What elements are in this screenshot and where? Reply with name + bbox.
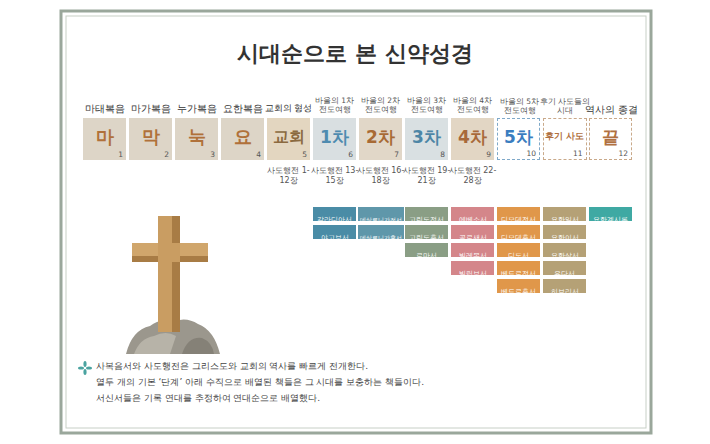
- stage-number: 11: [573, 150, 583, 158]
- stage-label: 5차: [504, 128, 533, 147]
- cross-illustration: [126, 216, 220, 354]
- bullet-lobe: [83, 369, 86, 375]
- cross-center: [158, 243, 180, 262]
- epistle-box: 로마서: [405, 243, 448, 257]
- title: 시대순으로 본 신약성경: [0, 42, 710, 66]
- stage-box: 바울의 1차 전도여행1차6: [313, 118, 356, 160]
- epistle-box: 베드로후서: [497, 279, 540, 293]
- stage-label: 교회: [273, 129, 305, 147]
- epistle-label: 로마서: [416, 249, 437, 263]
- stage-heading: 마가복음: [120, 103, 181, 114]
- bullet-lobe: [78, 366, 84, 369]
- epistle-label: 빌립보서: [459, 267, 487, 281]
- cross-beam-horizontal: [132, 243, 208, 262]
- stage-label: 끝: [602, 128, 619, 147]
- chapter-range: 사도행전 13-15장: [309, 166, 361, 186]
- epistle-label: 데살로니가후서: [360, 231, 402, 245]
- epistle-box: 디모데후서: [497, 225, 540, 239]
- stage-box: 교회의 형성교회5: [267, 118, 310, 160]
- stage-heading: 누가복음: [166, 103, 227, 114]
- epistle-box: 히브리서: [543, 279, 586, 293]
- stage-number: 12: [618, 150, 628, 158]
- epistle-box: 갈라디아서: [313, 207, 356, 221]
- epistle-box: 에베소서: [451, 207, 494, 221]
- stage-label: 2차: [366, 128, 395, 147]
- stage-number: 4: [256, 151, 261, 159]
- stage-box: 후기 사도들의 시대후기 사도11: [543, 118, 587, 160]
- stage-number: 5: [302, 151, 307, 159]
- epistle-label: 요한계시록: [593, 213, 628, 227]
- stage-heading: 마태복음: [74, 103, 135, 114]
- cross-beam-shade: [172, 216, 180, 332]
- footnote: 서신서들은 기록 연대를 추정하여 연대순으로 배열했다.: [96, 393, 320, 404]
- stage-number: 8: [440, 151, 445, 159]
- epistle-box: 야고보서: [313, 225, 356, 239]
- stage-number: 2: [164, 151, 169, 159]
- cross-beam-vertical: [158, 216, 180, 332]
- epistle-box: 빌립보서: [451, 261, 494, 275]
- stage-label: 후기 사도: [545, 132, 584, 142]
- epistle-box: 골로새서: [451, 225, 494, 239]
- epistle-box: 요한이서: [543, 225, 586, 239]
- epistle-box: 요한계시록: [589, 207, 632, 221]
- stage-label: 4차: [458, 128, 487, 147]
- stage-heading: 교회의 형성: [258, 103, 319, 114]
- stage-label: 3차: [412, 128, 441, 147]
- stage-label: 마: [96, 127, 114, 147]
- epistle-box: 고린도후서: [405, 225, 448, 239]
- stage-box: 바울의 2차 전도여행2차7: [359, 118, 402, 160]
- stage-number: 10: [526, 150, 536, 158]
- rock-highlight: [134, 333, 176, 354]
- epistle-box: 베드로전서: [497, 261, 540, 275]
- rock-shadow: [182, 338, 214, 354]
- chapter-range: 사도행전 16-18장: [355, 166, 407, 186]
- bullet-symbol: [78, 361, 92, 375]
- stage-number: 1: [118, 151, 123, 159]
- epistle-box: 빌레몬서: [451, 243, 494, 257]
- stage-label: 요: [234, 127, 252, 147]
- epistle-box: 요한일서: [543, 207, 586, 221]
- epistle-box: 유다서: [543, 261, 586, 275]
- stage-label: 1차: [320, 128, 349, 147]
- bullet-lobe: [86, 366, 92, 369]
- epistle-box: 디모데전서: [497, 207, 540, 221]
- epistle-label: 야고보서: [321, 231, 349, 245]
- stage-heading: 바울의 2차 전도여행: [350, 96, 411, 114]
- stage-box: 마가복음막2: [129, 118, 172, 160]
- stage-box: 요한복음요4: [221, 118, 264, 160]
- epistle-box: 디도서: [497, 243, 540, 257]
- stage-heading: 요한복음: [212, 103, 273, 114]
- stage-heading: 역사의 종결: [581, 104, 642, 115]
- epistle-box: 고린도전서: [405, 207, 448, 221]
- chapter-range: 사도행전 1-12장: [263, 166, 315, 186]
- chapter-range: 사도행전 22-28장: [447, 166, 499, 186]
- stage-number: 7: [394, 151, 399, 159]
- stage-number: 9: [486, 151, 491, 159]
- inner-frame: [66, 16, 646, 428]
- stage-heading: 바울의 4차 전도여행: [442, 96, 503, 114]
- stage-heading: 바울의 1차 전도여행: [304, 96, 365, 114]
- stage-box: 바울의 4차 전도여행4차9: [451, 118, 494, 160]
- epistle-box: 요한삼서: [543, 243, 586, 257]
- epistle-box: 데살로니가후서: [358, 225, 404, 239]
- stage-box: 바울의 3차 전도여행3차8: [405, 118, 448, 160]
- stage-box: 마태복음마1: [83, 118, 126, 160]
- bullet-lobe: [83, 361, 86, 367]
- chapter-range: 사도행전 19-21장: [401, 166, 453, 186]
- footnote: 열두 개의 기본 ‘단계’ 아래 수직으로 배열된 책들은 그 시대를 보충하는…: [96, 377, 424, 388]
- stage-number: 3: [210, 151, 215, 159]
- stage-label: 눅: [188, 127, 206, 147]
- stage-box: 역사의 종결끝12: [589, 118, 632, 160]
- stage-box: 누가복음눅3: [175, 118, 218, 160]
- stage-box: 바울의 5차 전도여행5차10: [497, 118, 540, 160]
- epistle-label: 베드로후서: [501, 285, 536, 299]
- epistle-label: 히브리서: [551, 285, 579, 299]
- frame: [61, 11, 651, 433]
- stage-label: 막: [142, 127, 160, 147]
- stage-number: 6: [348, 151, 353, 159]
- epistle-box: 데살로니가전서: [358, 207, 404, 221]
- footnote: 사복음서와 사도행전은 그리스도와 교회의 역사를 빠르게 전개한다.: [96, 361, 368, 372]
- stage-heading: 바울의 3차 전도여행: [396, 96, 457, 114]
